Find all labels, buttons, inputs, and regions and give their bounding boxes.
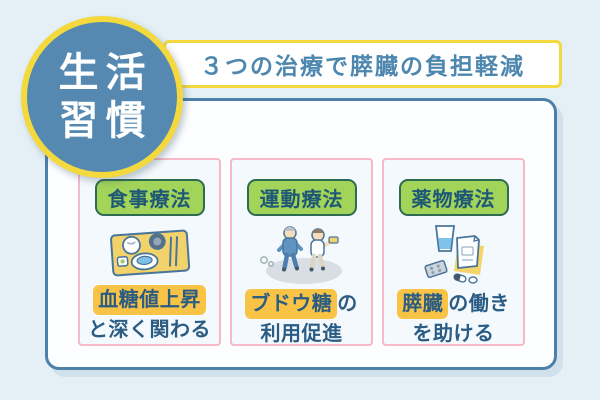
badge-line-2: 習慣	[58, 99, 153, 143]
badge-line-1: 生活	[58, 51, 153, 95]
treatment-card-exercise: 運動療法	[230, 158, 373, 346]
title-banner: ３つの治療で膵臓の負担軽減	[163, 40, 562, 88]
treatment-card-drug: 薬物療法	[382, 158, 525, 346]
card-text-exercise: ブドウ糖の 利用促進	[245, 289, 358, 349]
medicine-icon	[412, 221, 496, 287]
treatment-card-diet: 食事療法	[78, 158, 221, 346]
treatment-cards-row: 食事療法	[78, 158, 525, 346]
highlight-text: ブドウ糖	[245, 289, 338, 319]
banner-title: ３つの治療で膵臓の負担軽減	[200, 53, 525, 79]
card-label-drug: 薬物療法	[398, 179, 509, 216]
card-text-drug: 膵臓の働き を助ける	[397, 289, 510, 349]
lifestyle-badge: 生活 習慣	[21, 16, 183, 178]
card-text-diet: 血糖値上昇 と深く関わる	[88, 285, 211, 345]
jogging-icon	[254, 221, 350, 287]
card-label-diet: 食事療法	[94, 179, 205, 216]
highlight-text: 血糖値上昇	[93, 285, 206, 315]
highlight-text: 膵臓	[397, 289, 449, 319]
card-label-exercise: 運動療法	[246, 179, 357, 216]
meal-tray-icon	[104, 221, 196, 283]
